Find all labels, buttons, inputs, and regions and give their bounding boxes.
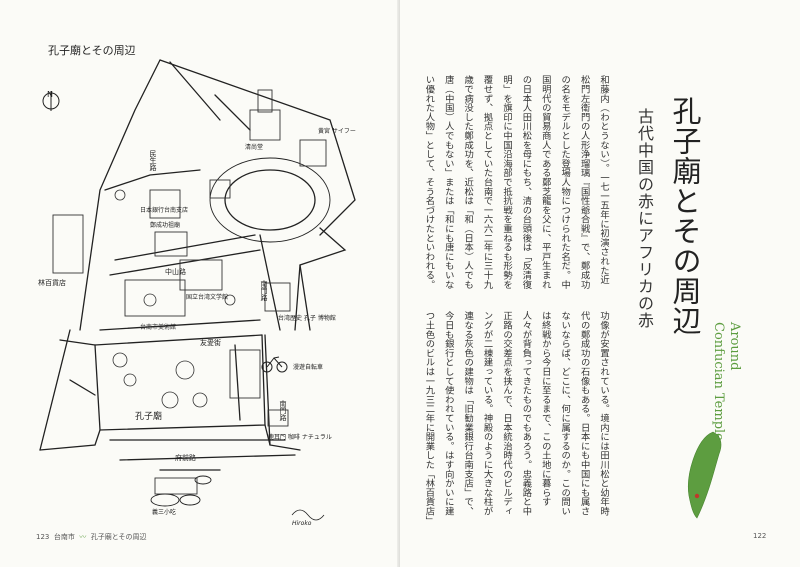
page-number-right: 122 bbox=[753, 532, 767, 540]
label-hayashi: 林百貨店 bbox=[38, 279, 66, 287]
label-bicycle: 漫遊自転車 bbox=[293, 364, 324, 371]
body-text-top: 和藤内（わとうない）。一七一五年に初演された近松門左衛門の人形浄瑠璃『国性爺合戦… bbox=[423, 75, 609, 289]
english-title: Around Confucian Temple bbox=[710, 322, 742, 441]
label-chien-gong: 清尚堂 bbox=[245, 144, 264, 151]
taiwan-map-icon bbox=[687, 431, 722, 519]
english-title-line-1: Around bbox=[727, 322, 742, 371]
north-label: N bbox=[47, 90, 53, 99]
page-title: 孔子廟とその周辺 bbox=[668, 96, 702, 336]
left-footer: 123 台南市 〰 孔子廟とその周辺 bbox=[36, 532, 147, 542]
label-fuqian-road: 府前路 bbox=[175, 454, 196, 462]
wave-icon: 〰 bbox=[79, 533, 87, 541]
hand-drawn-map: 孔子廟とその周辺 N 清尚堂 黄宮 サイフー 民生路 鄭成功祖廟 日本銀行台南支… bbox=[38, 44, 356, 527]
label-land-bank: 日本銀行台南支店 bbox=[140, 207, 189, 214]
label-literature-museum: 国立台湾文学館 bbox=[186, 294, 229, 301]
label-museum: 台湾歴史 孔子 博物館 bbox=[278, 315, 336, 322]
label-youai-street: 友愛街 bbox=[200, 339, 221, 347]
map-title-line: 孔子廟とその周辺 bbox=[48, 44, 136, 57]
label-shop: 黄宮 サイフー bbox=[318, 128, 356, 135]
location-marker bbox=[694, 493, 700, 499]
artist-signature: Hiroko bbox=[292, 520, 312, 527]
label-zhengchenggong-shrine: 鄭成功祖廟 bbox=[150, 222, 181, 229]
page-subtitle: 古代中国の赤にアフリカの赤 bbox=[635, 108, 654, 329]
label-zhongshan: 中山路 bbox=[165, 268, 186, 276]
footer-city: 台南市 bbox=[53, 533, 75, 541]
label-road-minsheng: 民生路 bbox=[149, 150, 157, 171]
left-page: 孔子廟とその周辺 N 清尚堂 黄宮 サイフー 民生路 鄭成功祖廟 日本銀行台南支… bbox=[36, 44, 356, 542]
label-cafe: 鹿耳門 咖啡 ナチュラル bbox=[268, 434, 332, 441]
label-art-museum: 台南市美術館 bbox=[140, 324, 177, 331]
body-text-bottom: 功像が安置されている。境内には田川松と幼年時代の鄭成功の石像もある。日本にも中国… bbox=[423, 311, 609, 521]
label-food-shop: 義三小吃 bbox=[152, 509, 177, 516]
label-confucius-temple: 孔子廟 bbox=[135, 412, 163, 422]
label-nanmen-road-2: 南門路 bbox=[279, 400, 287, 421]
label-nanmen-road: 南門路 bbox=[260, 280, 268, 301]
right-page bbox=[400, 0, 800, 567]
map-drawing bbox=[39, 59, 356, 521]
page-number-left: 123 bbox=[36, 533, 50, 541]
footer-section: 孔子廟とその周辺 bbox=[90, 533, 147, 541]
english-title-line-2: Confucian Temple bbox=[711, 322, 726, 441]
